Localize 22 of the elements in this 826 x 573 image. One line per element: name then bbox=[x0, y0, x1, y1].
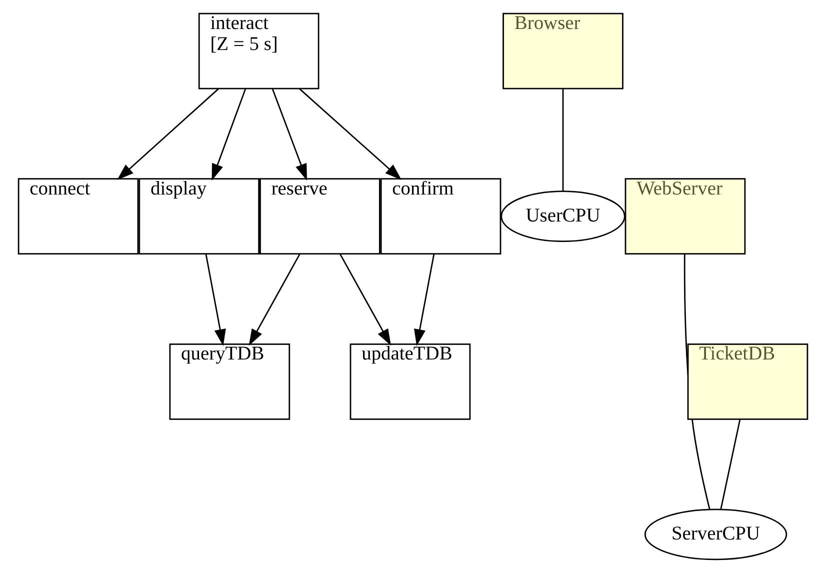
arrow bbox=[414, 254, 435, 346]
arrow bbox=[299, 88, 402, 180]
node-box: reserve bbox=[260, 178, 380, 255]
arrow bbox=[205, 254, 226, 346]
arrow bbox=[272, 88, 308, 181]
node-box: Browser bbox=[502, 12, 624, 90]
node-box: updateTDB bbox=[350, 343, 471, 420]
node-box: queryTDB bbox=[169, 343, 290, 420]
connector bbox=[720, 419, 741, 510]
connector bbox=[562, 88, 564, 192]
arrow bbox=[212, 88, 246, 181]
node-box: connect bbox=[18, 178, 139, 255]
node-box: display bbox=[138, 178, 260, 255]
arrow bbox=[340, 254, 392, 346]
node-box: interact [Z = 5 s] bbox=[198, 12, 320, 90]
node-box: confirm bbox=[380, 178, 502, 255]
node-box: WebServer bbox=[624, 178, 746, 255]
arrow bbox=[248, 254, 300, 346]
node-box: TicketDB bbox=[687, 343, 808, 420]
arrow bbox=[117, 88, 219, 180]
node-ellipse: UserCPU bbox=[500, 190, 626, 242]
node-ellipse: ServerCPU bbox=[644, 508, 788, 560]
